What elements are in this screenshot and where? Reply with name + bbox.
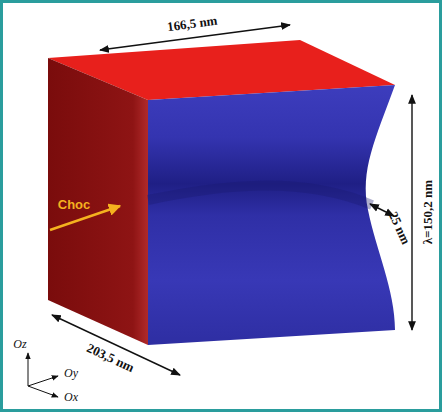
axis-line — [28, 386, 58, 397]
axis-line — [28, 353, 29, 386]
dimension-arrow — [411, 95, 412, 330]
axis-label: Oz — [13, 338, 26, 351]
target-face — [148, 85, 395, 345]
impact-face — [48, 58, 148, 345]
dimension-label: λ=150,2 nm — [421, 180, 435, 244]
shock-label: Choc — [58, 198, 91, 212]
axis-line — [28, 376, 58, 386]
axis-label: Ox — [64, 391, 78, 404]
axis-label: Oy — [64, 367, 78, 380]
dimension-arrow — [52, 315, 180, 375]
shading-band — [148, 186, 372, 205]
